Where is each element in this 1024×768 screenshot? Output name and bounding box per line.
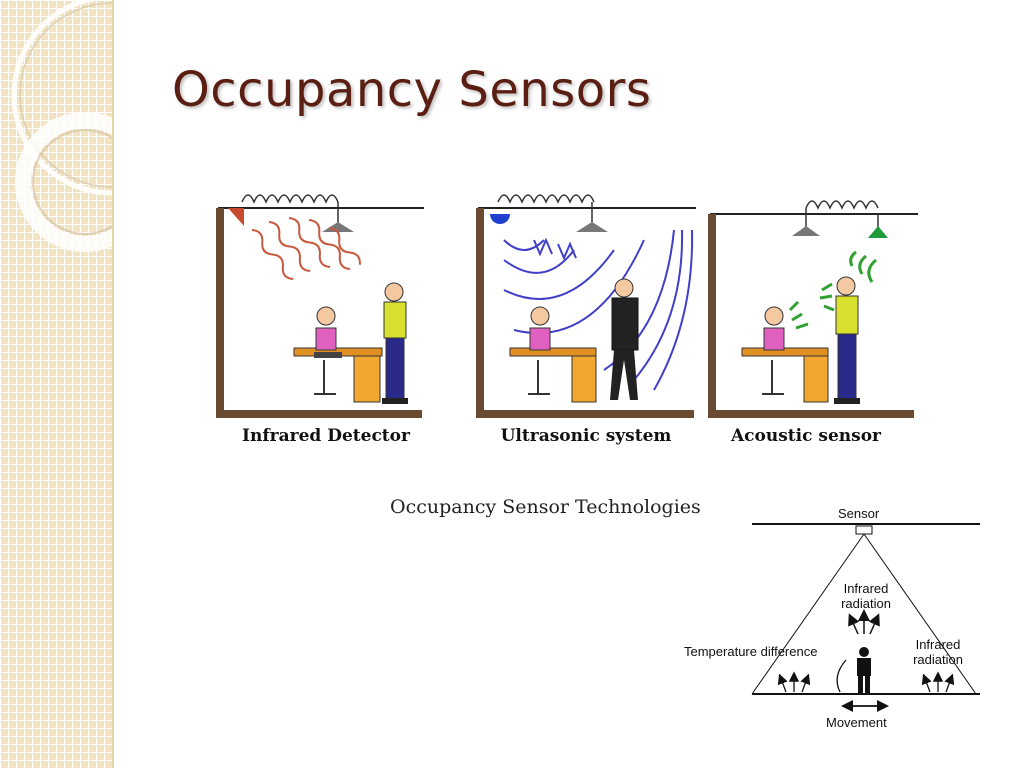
pir-diagram-lines <box>751 523 980 712</box>
pir-detection-diagram: Sensor Infrared radiation Infrared radia… <box>676 500 996 740</box>
movement-label: Movement <box>826 715 887 730</box>
person-icon <box>857 647 871 693</box>
ultrasonic-system-panel <box>474 180 696 420</box>
slide-title: Occupancy Sensors <box>172 62 652 118</box>
ultrasonic-room-illustration <box>476 194 696 418</box>
acoustic-room-illustration <box>708 200 918 418</box>
panel-label-ultrasonic: Ultrasonic system <box>500 426 672 446</box>
sensor-label: Sensor <box>838 506 880 521</box>
sidebar-rings <box>11 0 112 252</box>
sensor-device-icon <box>855 525 873 535</box>
side-infrared-label: Infrared radiation <box>913 637 963 667</box>
center-infrared-label: Infrared radiation <box>841 581 891 611</box>
panel-label-acoustic: Acoustic sensor <box>730 426 881 446</box>
temperature-difference-label: Temperature difference <box>684 644 818 659</box>
infrared-detector-panel <box>214 180 429 420</box>
decorative-sidebar <box>0 0 114 768</box>
infrared-room-illustration <box>216 194 424 418</box>
ultrasonic-sensor-icon <box>490 214 510 224</box>
acoustic-sensor-icon <box>868 226 888 238</box>
infrared-sensor-icon <box>228 208 244 226</box>
acoustic-sensor-panel <box>706 180 921 420</box>
panel-label-infrared: Infrared Detector <box>242 426 410 446</box>
figure-caption: Occupancy Sensor Technologies <box>390 496 701 518</box>
